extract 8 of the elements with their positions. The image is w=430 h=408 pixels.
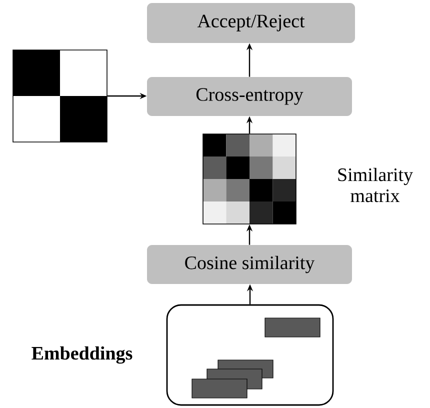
label-matrix-drawing: [12, 50, 108, 142]
process-box: Accept/Reject: [147, 3, 355, 43]
embeddings-box: [166, 304, 334, 406]
similarity-matrix-drawing: [202, 134, 296, 224]
process-box: Cosine similarity: [147, 245, 352, 284]
beside-label: Embeddings: [32, 346, 132, 364]
beside-label: Similarity matrix: [338, 168, 413, 202]
process-box: Cross-entropy: [147, 77, 352, 116]
